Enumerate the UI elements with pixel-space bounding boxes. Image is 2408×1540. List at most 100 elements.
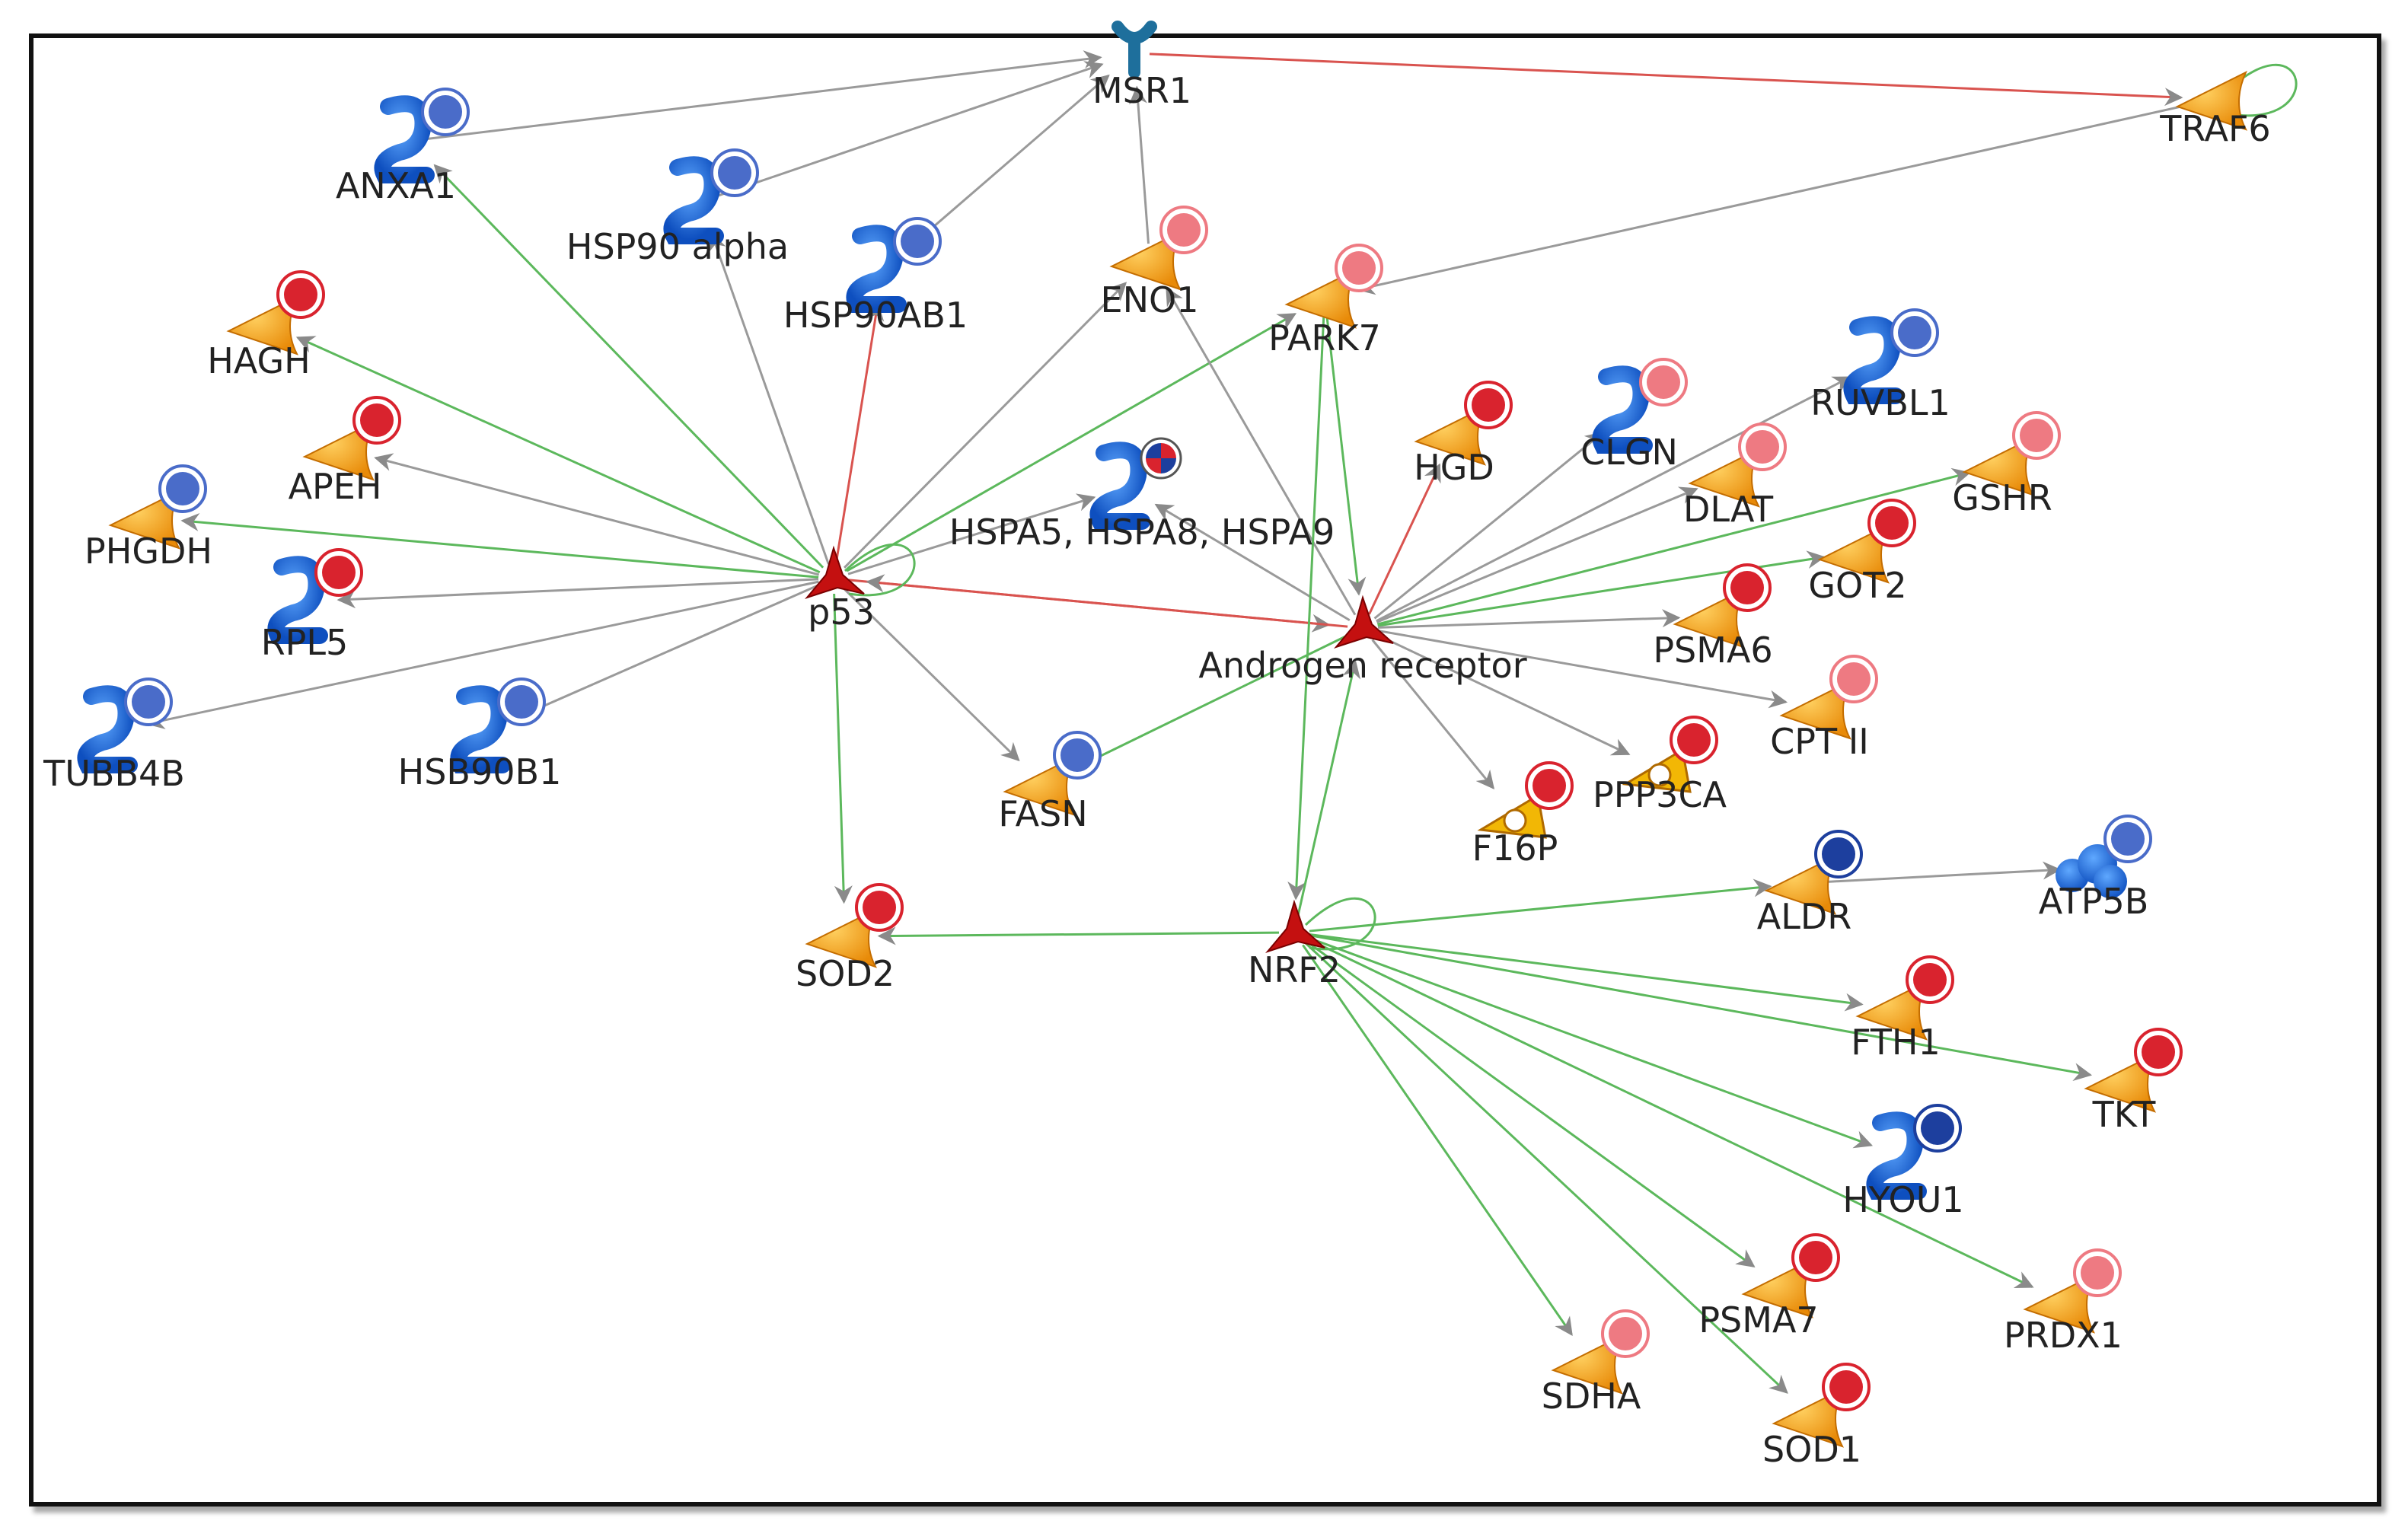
expression-marker-icon xyxy=(276,270,325,319)
edge-p53-to-sod2 xyxy=(833,593,853,904)
node-phgdh[interactable]: PHGDH xyxy=(85,464,212,572)
expression-marker-icon xyxy=(1814,830,1863,878)
node-tkt[interactable]: TKT xyxy=(2084,1028,2183,1135)
edge-traf6-to-park7 xyxy=(1356,100,2201,295)
edge-p53-to-hagh xyxy=(295,336,821,574)
node-fasn[interactable]: FASN xyxy=(998,731,1102,834)
node-rpl5[interactable]: RPL5 xyxy=(261,548,363,663)
node-fth1[interactable]: FTH1 xyxy=(1851,955,1954,1063)
node-clgn[interactable]: CLGN xyxy=(1580,358,1688,473)
node-sod1[interactable]: SOD1 xyxy=(1762,1363,1871,1470)
edge-ar-to-ppp3ca xyxy=(1376,633,1631,756)
node-anxa1[interactable]: ANXA1 xyxy=(336,88,470,206)
edge-p53-to-eno1 xyxy=(843,282,1127,569)
edge-nrf2-to-prdx1 xyxy=(1307,938,2034,1288)
expression-marker-icon xyxy=(1822,1363,1871,1411)
node-atp5b[interactable]: ATP5B xyxy=(2039,815,2152,922)
node-label: NRF2 xyxy=(1248,949,1341,990)
node-label: ALDR xyxy=(1757,896,1851,937)
expression-marker-icon xyxy=(2103,815,2152,863)
node-msr1[interactable]: MSR1 xyxy=(1092,21,1191,111)
node-eno1[interactable]: ENO1 xyxy=(1101,206,1208,320)
node-label: GOT2 xyxy=(1808,565,1906,606)
node-hgd[interactable]: HGD xyxy=(1414,381,1513,488)
expression-marker-icon xyxy=(1601,1309,1650,1358)
expression-marker-icon xyxy=(124,678,173,726)
node-park7[interactable]: PARK7 xyxy=(1268,244,1383,359)
enzyme-icon xyxy=(2175,70,2248,131)
edge-nrf2-to-fth1 xyxy=(1309,933,1864,1012)
expression-marker-icon xyxy=(314,548,363,597)
edge-ar-to-f16p xyxy=(1371,639,1495,789)
edge-nrf2-to-psma7 xyxy=(1306,940,1756,1267)
node-ppp3ca[interactable]: PPP3CA xyxy=(1593,716,1727,815)
node-apeh[interactable]: APEH xyxy=(289,396,401,507)
node-sdha[interactable]: SDHA xyxy=(1542,1309,1650,1417)
node-ar[interactable]: Androgen receptor xyxy=(1198,595,1527,686)
node-label: HAGH xyxy=(207,340,310,381)
node-label: p53 xyxy=(808,591,875,633)
node-tubb4b[interactable]: TUBB4B xyxy=(43,678,185,794)
node-label: RUVBL1 xyxy=(1810,382,1950,423)
expression-marker-icon xyxy=(421,88,470,136)
node-gshr[interactable]: GSHR xyxy=(1952,411,2061,518)
expression-marker-icon xyxy=(1791,1233,1840,1282)
node-traf6[interactable]: TRAF6 xyxy=(2159,70,2271,149)
expression-marker-icon xyxy=(352,396,401,445)
node-label: HSB90B1 xyxy=(398,751,562,792)
generic-binding-protein-icon xyxy=(1843,316,1904,404)
node-label: ANXA1 xyxy=(336,165,456,206)
generic-binding-protein-icon xyxy=(1592,365,1653,454)
node-aldr[interactable]: ALDR xyxy=(1757,830,1863,937)
expression-marker-icon xyxy=(1335,244,1383,292)
node-hagh[interactable]: HAGH xyxy=(207,270,325,381)
edge-p53-to-fasn xyxy=(844,588,1020,762)
generic-binding-protein-icon xyxy=(77,685,138,773)
node-label: CPT II xyxy=(1770,721,1869,762)
node-label: TKT xyxy=(2092,1094,2157,1135)
generic-binding-protein-icon xyxy=(846,225,907,313)
expression-marker-icon xyxy=(1829,655,1878,703)
node-got2[interactable]: GOT2 xyxy=(1808,499,1916,606)
node-label: HYOU1 xyxy=(1842,1179,1963,1220)
edge-nrf2-to-aldr xyxy=(1309,878,1772,933)
node-label: PSMA7 xyxy=(1698,1299,1818,1341)
node-hsp90ab1[interactable]: HSP90AB1 xyxy=(783,217,968,336)
node-psma7[interactable]: PSMA7 xyxy=(1698,1233,1840,1341)
node-dlat[interactable]: DLAT xyxy=(1683,422,1787,530)
node-hsb90b1[interactable]: HSB90B1 xyxy=(398,678,562,792)
node-ruvbl1[interactable]: RUVBL1 xyxy=(1810,308,1950,423)
node-sod2[interactable]: SOD2 xyxy=(796,883,904,994)
edge-p53-to-park7 xyxy=(846,313,1297,572)
node-label: HSP90AB1 xyxy=(783,295,968,336)
node-f16p[interactable]: F16P xyxy=(1472,761,1574,869)
edge-park7-to-ar xyxy=(1325,311,1367,596)
node-hyou1[interactable]: HYOU1 xyxy=(1842,1104,1964,1220)
node-hsp90a[interactable]: HSP90 alpha xyxy=(566,148,789,267)
expression-marker-icon xyxy=(1867,499,1916,547)
generic-binding-protein-icon xyxy=(1866,1111,1927,1200)
node-hspa[interactable]: HSPA5, HSPA8, HSPA9 xyxy=(949,437,1335,553)
node-psma6[interactable]: PSMA6 xyxy=(1653,563,1773,671)
node-nrf2[interactable]: NRF2 xyxy=(1248,899,1341,990)
edge-nrf2-self-loop xyxy=(1304,897,1376,951)
node-label: TUBB4B xyxy=(43,753,185,794)
phosphatase-icon xyxy=(1477,793,1547,839)
node-p53[interactable]: p53 xyxy=(805,545,875,633)
node-label: HSPA5, HSPA8, HSPA9 xyxy=(949,512,1335,553)
expression-marker-icon xyxy=(497,678,546,726)
node-label: ATP5B xyxy=(2039,881,2149,922)
expression-marker-icon xyxy=(1670,716,1718,764)
edge-eno1-to-msr1 xyxy=(1128,85,1150,244)
node-label: SDHA xyxy=(1542,1376,1641,1417)
edge-p53-to-phgdh xyxy=(180,512,819,579)
edge-ar-to-gshr xyxy=(1377,467,1971,626)
node-prdx1[interactable]: PRDX1 xyxy=(2004,1248,2123,1356)
edge-p53-self-loop xyxy=(844,543,916,597)
edge-p53-to-anxa1 xyxy=(433,164,824,569)
phosphatase-icon xyxy=(1622,748,1692,793)
node-cptii[interactable]: CPT II xyxy=(1770,655,1878,762)
edge-nrf2-to-hyou1 xyxy=(1308,936,1874,1149)
